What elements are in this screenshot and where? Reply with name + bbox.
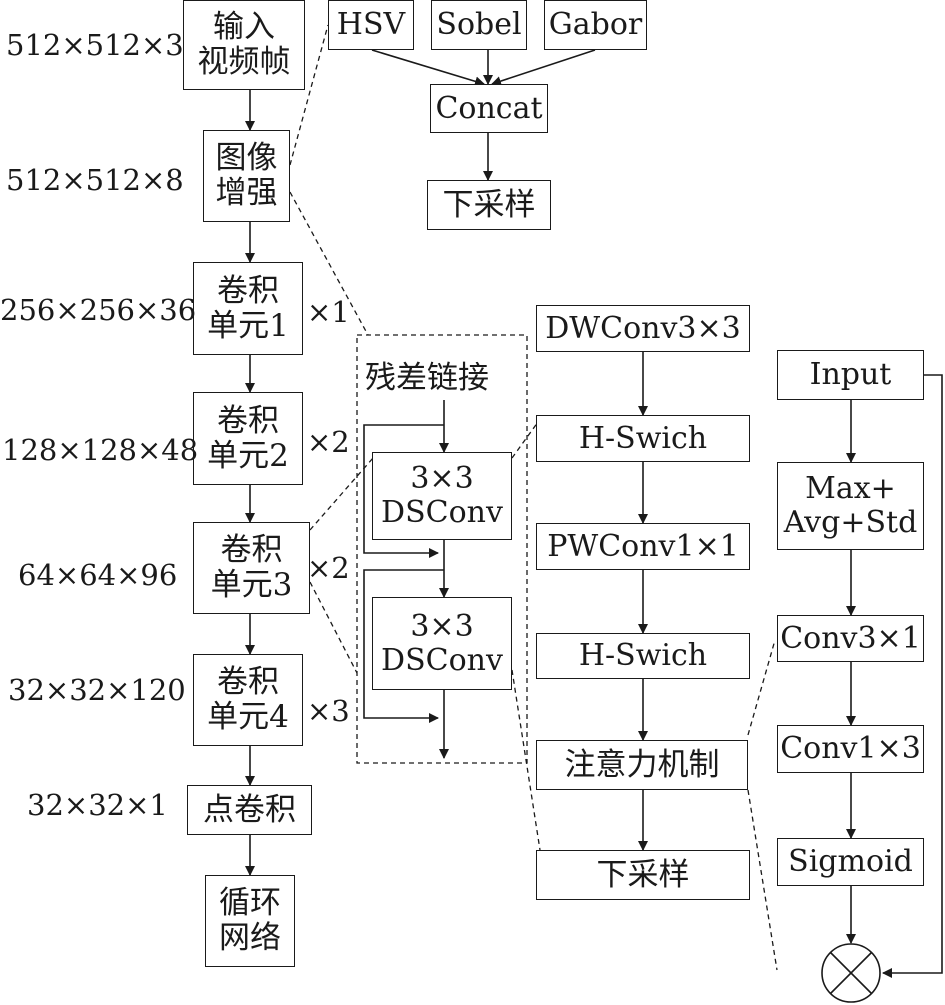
dsconv-1-line2: DSConv — [381, 495, 503, 530]
image-enhance-line1: 图像 — [215, 140, 278, 177]
dim-label-enhance: 512×512×8 — [6, 163, 184, 197]
residual-title: 残差链接 — [365, 360, 489, 396]
sobel-box: Sobel — [431, 0, 527, 50]
enhance-downsample-box: 下采样 — [427, 180, 551, 230]
dsconv-downsample-box: 下采样 — [536, 850, 750, 900]
zoom-line-attention-top — [747, 639, 776, 736]
zoom-line-unit3-top — [309, 457, 374, 531]
dim-label-pointconv: 32×32×1 — [27, 788, 168, 822]
repeat-label-unit4: ×3 — [307, 694, 350, 728]
zoom-line-enhance-bottom — [289, 191, 369, 336]
skip-connection-2 — [363, 569, 444, 723]
pooling-line1: Max+ — [805, 471, 896, 507]
conv-unit-1-line1: 卷积 — [217, 272, 279, 309]
dsconv-downsample-label: 下采样 — [596, 856, 690, 893]
input-frame-line1: 输入 — [213, 9, 275, 46]
zoom-line-dsconv-top — [511, 421, 539, 459]
input-frame-line2: 视频帧 — [197, 44, 291, 80]
zoom-line-unit3-bottom — [309, 581, 358, 674]
concat-box: Concat — [430, 84, 548, 133]
hswish-1-label: H-Swich — [578, 420, 708, 456]
dim-label-input: 512×512×3 — [6, 28, 184, 62]
conv-unit-4-line1: 卷积 — [217, 664, 279, 701]
dim-label-unit2: 128×128×48 — [2, 433, 199, 467]
conv-unit-4-box: 卷积 单元4 — [193, 654, 303, 746]
gabor-box: Gabor — [544, 0, 647, 50]
zoom-line-enhance-top — [289, 24, 329, 166]
attention-mechanism-label: 注意力机制 — [564, 746, 720, 783]
hswish-2-label: H-Swich — [578, 638, 708, 674]
zoom-line-attention-bottom — [747, 789, 778, 971]
conv-unit-2-line1: 卷积 — [217, 402, 279, 439]
conv-unit-3-line2: 单元3 — [210, 567, 293, 603]
conv-unit-3-line1: 卷积 — [220, 532, 283, 569]
pwconv-label: PWConv1×1 — [547, 528, 739, 564]
dsconv-1-line1: 3×3 — [410, 461, 474, 497]
hsv-label: HSV — [336, 7, 406, 43]
sigmoid-label: Sigmoid — [788, 844, 913, 880]
recurrent-net-line2: 网络 — [219, 920, 281, 956]
pwconv-box: PWConv1×1 — [536, 523, 750, 570]
pooling-box: Max+ Avg+Std — [777, 462, 924, 550]
image-enhance-line2: 增强 — [215, 175, 278, 211]
dim-label-unit1: 256×256×36 — [0, 293, 197, 327]
conv-unit-1-box: 卷积 单元1 — [193, 262, 303, 355]
dsconv-2-box: 3×3 DSConv — [372, 597, 512, 690]
image-enhance-box: 图像 增强 — [203, 130, 290, 222]
hswish-2-box: H-Swich — [536, 633, 750, 679]
dim-label-unit4: 32×32×120 — [8, 673, 186, 707]
point-conv-box: 点卷积 — [187, 785, 312, 835]
dim-label-unit3: 64×64×96 — [18, 558, 178, 592]
residual-zoom-frame — [356, 334, 528, 764]
repeat-label-unit2: ×2 — [307, 425, 350, 459]
sigmoid-box: Sigmoid — [777, 838, 924, 886]
pooling-line2: Avg+Std — [783, 505, 918, 540]
recurrent-net-box: 循环 网络 — [205, 875, 295, 967]
hsv-box: HSV — [328, 0, 414, 50]
dsconv-2-line2: DSConv — [381, 642, 503, 678]
conv1x3-box: Conv1×3 — [777, 725, 924, 773]
gabor-label: Gabor — [548, 7, 643, 43]
arrow-hsv-to-concat — [371, 49, 485, 87]
attention-input-label: Input — [809, 357, 892, 393]
input-frame-box: 输入 视频帧 — [183, 0, 305, 90]
skip-connection-1 — [363, 424, 444, 558]
conv3x1-label: Conv3×1 — [780, 620, 921, 656]
dsconv-1-box: 3×3 DSConv — [372, 452, 512, 540]
attention-mechanism-box: 注意力机制 — [536, 740, 748, 790]
attention-input-box: Input — [777, 350, 924, 400]
arrow-gabor-to-concat — [491, 49, 596, 86]
repeat-label-unit1: ×1 — [307, 295, 350, 329]
dwconv-box: DWConv3×3 — [536, 305, 750, 352]
conv-unit-1-line2: 单元1 — [207, 307, 289, 344]
enhance-downsample-label: 下采样 — [442, 186, 536, 223]
repeat-label-unit3: ×2 — [307, 551, 350, 585]
multiply-icon — [821, 943, 881, 1003]
concat-label: Concat — [435, 90, 543, 126]
recurrent-net-line1: 循环 — [219, 885, 281, 922]
conv3x1-box: Conv3×1 — [777, 615, 924, 662]
zoom-line-dsconv-bottom — [511, 669, 541, 851]
conv-unit-3-box: 卷积 单元3 — [193, 522, 310, 614]
dsconv-2-line1: 3×3 — [410, 608, 474, 644]
conv1x3-label: Conv1×3 — [780, 731, 921, 767]
conv-unit-4-line2: 单元4 — [207, 699, 289, 735]
conv-unit-2-line2: 单元2 — [207, 437, 289, 474]
dwconv-label: DWConv3×3 — [545, 310, 741, 346]
point-conv-label: 点卷积 — [203, 791, 296, 828]
attention-skip-connection — [882, 374, 943, 978]
sobel-label: Sobel — [436, 7, 522, 43]
hswish-1-box: H-Swich — [536, 415, 750, 462]
conv-unit-2-box: 卷积 单元2 — [193, 392, 303, 485]
